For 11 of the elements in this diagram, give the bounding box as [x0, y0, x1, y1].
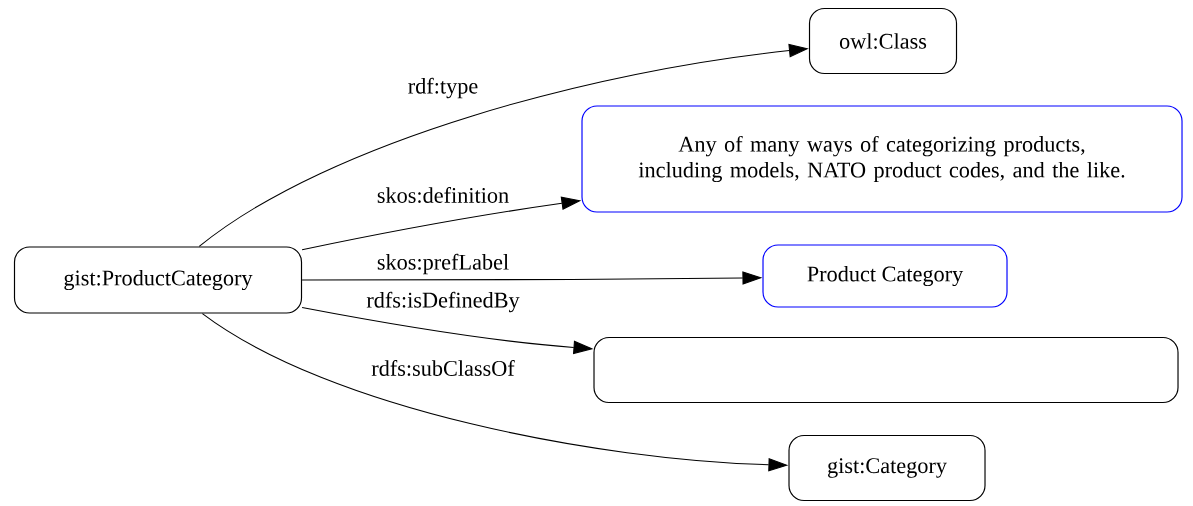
- term-box: gist:Category: [788, 434, 986, 502]
- edge-label: skos:definition: [375, 185, 511, 205]
- edge-label: rdf:type: [406, 76, 480, 100]
- term-box: Product Category: [762, 244, 1008, 308]
- edge-label: rdfs:isDefinedBy: [365, 290, 521, 314]
- term-box: Any of many ways of categorizing products, including models, NATO product codes, and the like.: [581, 105, 1183, 213]
- edge-label: skos:prefLabel: [375, 252, 511, 276]
- term-box: gist:ProductCategory: [13, 246, 303, 314]
- term-box: owl:Class: [808, 7, 958, 75]
- edge-label: rdfs:subClassOf: [370, 358, 516, 378]
- empty-box: [593, 336, 1179, 404]
